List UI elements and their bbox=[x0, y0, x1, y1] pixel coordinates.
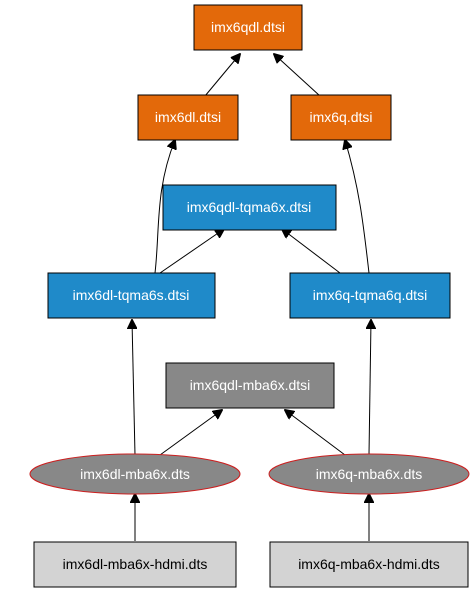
node-label: imx6dl-mba6x-hdmi.dts bbox=[63, 556, 208, 572]
node-label: imx6q-tqma6q.dtsi bbox=[313, 287, 427, 303]
node-imx6qdl-mba6x-dtsi[interactable]: imx6qdl-mba6x.dtsi bbox=[165, 362, 335, 409]
node-label: imx6qdl-mba6x.dtsi bbox=[190, 377, 311, 393]
node-label: imx6dl.dtsi bbox=[155, 109, 221, 125]
node-box bbox=[33, 541, 237, 588]
node-imx6q-mba6x-hdmi-dts[interactable]: imx6q-mba6x-hdmi.dts bbox=[269, 541, 469, 588]
node-box bbox=[47, 272, 216, 319]
node-imx6dl-mba6x-dts[interactable]: imx6dl-mba6x.dts bbox=[29, 453, 241, 495]
node-imx6dl-mba6x-hdmi-dts[interactable]: imx6dl-mba6x-hdmi.dts bbox=[33, 541, 237, 588]
node-label: imx6q-mba6x.dts bbox=[316, 466, 423, 482]
node-box bbox=[162, 184, 337, 231]
node-label: imx6q-mba6x-hdmi.dts bbox=[298, 556, 440, 572]
node-imx6q-dtsi[interactable]: imx6q.dtsi bbox=[290, 94, 392, 141]
node-label: imx6qdl-tqma6x.dtsi bbox=[187, 199, 312, 215]
node-box bbox=[165, 362, 335, 409]
node-imx6dl-dtsi[interactable]: imx6dl.dtsi bbox=[137, 94, 239, 141]
node-box bbox=[193, 4, 303, 51]
edge-imx6q-mba6x-to-tqma6q bbox=[369, 320, 371, 456]
node-imx6qdl-dtsi[interactable]: imx6qdl.dtsi bbox=[193, 4, 303, 51]
edge-imx6dl-dtsi-to-imx6qdl-dtsi bbox=[204, 54, 240, 97]
edge-tqma6q-to-imx6q-dtsi bbox=[345, 140, 370, 274]
node-box bbox=[269, 541, 469, 588]
edge-tqma6s-to-tqma6x bbox=[159, 229, 224, 274]
node-label: imx6dl-mba6x.dts bbox=[80, 466, 190, 482]
edge-tqma6q-to-tqma6x bbox=[282, 229, 341, 274]
edge-imx6q-mba6x-to-mba6x-dtsi bbox=[285, 410, 346, 456]
edge-tqma6s-to-imx6dl-dtsi bbox=[154, 140, 175, 274]
node-label: imx6dl-tqma6s.dtsi bbox=[73, 287, 190, 303]
node-box bbox=[289, 272, 451, 319]
node-imx6q-mba6x-dts[interactable]: imx6q-mba6x.dts bbox=[268, 453, 470, 495]
node-ellipse bbox=[29, 453, 241, 495]
node-imx6dl-tqma6s-dtsi[interactable]: imx6dl-tqma6s.dtsi bbox=[47, 272, 216, 319]
node-box bbox=[290, 94, 392, 141]
node-label: imx6q.dtsi bbox=[309, 109, 372, 125]
nodes: imx6qdl.dtsi imx6dl.dtsi imx6q.dtsi imx6… bbox=[29, 4, 470, 588]
edge-imx6q-dtsi-to-imx6qdl-dtsi bbox=[274, 54, 321, 97]
node-imx6qdl-tqma6x-dtsi[interactable]: imx6qdl-tqma6x.dtsi bbox=[162, 184, 337, 231]
node-label: imx6qdl.dtsi bbox=[211, 19, 285, 35]
edge-imx6dl-mba6x-to-mba6x-dtsi bbox=[159, 410, 222, 456]
edge-imx6dl-mba6x-to-tqma6s bbox=[132, 320, 135, 456]
edges bbox=[132, 54, 371, 541]
node-box bbox=[137, 94, 239, 141]
node-imx6q-tqma6q-dtsi[interactable]: imx6q-tqma6q.dtsi bbox=[289, 272, 451, 319]
node-ellipse bbox=[268, 453, 470, 495]
